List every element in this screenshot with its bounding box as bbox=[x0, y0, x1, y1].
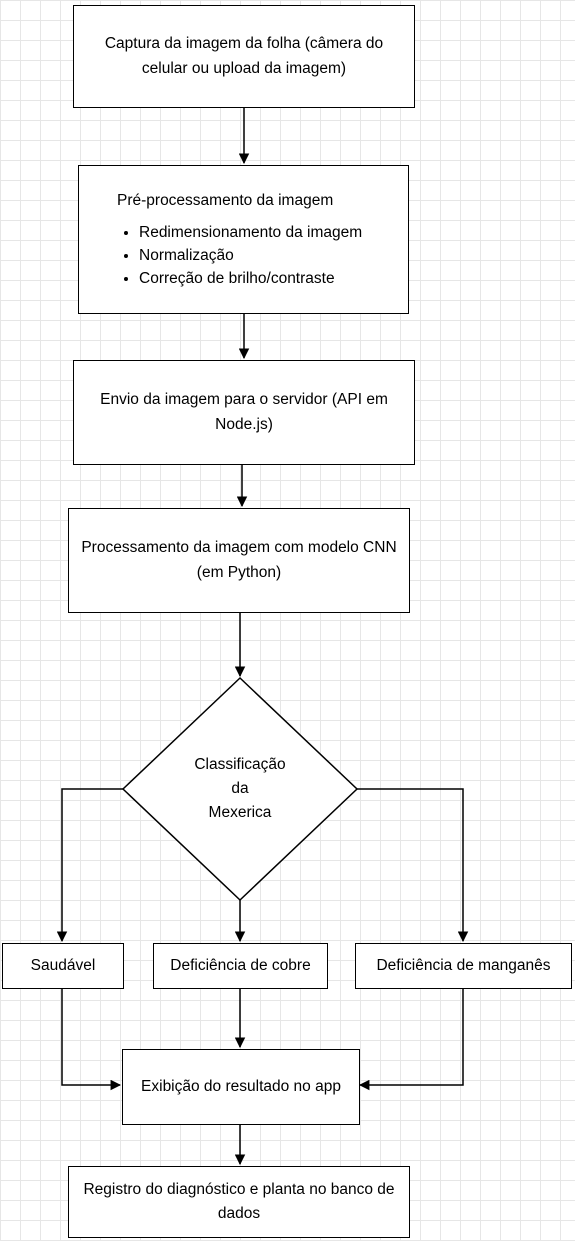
outcome-copper-box: Deficiência de cobre bbox=[153, 943, 328, 989]
preprocessing-step-normalize: Normalização bbox=[139, 244, 362, 267]
arrow-decision-to-manganese bbox=[357, 788, 469, 943]
send-to-server-text: Envio da imagem para o servidor (API em … bbox=[100, 391, 388, 433]
preprocessing-step-brightness: Correção de brilho/contraste bbox=[139, 267, 362, 290]
display-result-box: Exibição do resultado no app bbox=[122, 1049, 360, 1125]
decision-line-3: Mexerica bbox=[208, 804, 272, 821]
record-diagnosis-box: Registro do diagnóstico e planta no banc… bbox=[68, 1166, 410, 1238]
display-result-text: Exibição do resultado no app bbox=[141, 1077, 341, 1095]
preprocessing-box: Pré-processamento da imagem Redimensiona… bbox=[78, 165, 409, 314]
decision-label: Classificação da Mexerica bbox=[150, 748, 330, 830]
outcome-manganese-box: Deficiência de manganês bbox=[355, 943, 572, 989]
arrow-decision-to-healthy bbox=[56, 788, 123, 943]
cnn-processing-text: Processamento da imagem com modelo CNN (… bbox=[81, 539, 397, 581]
cnn-processing-box: Processamento da imagem com modelo CNN (… bbox=[68, 508, 410, 613]
preprocessing-heading: Pré-processamento da imagem bbox=[117, 191, 334, 209]
decision-line-1: Classificação bbox=[194, 755, 286, 773]
outcome-healthy-text: Saudável bbox=[30, 956, 96, 974]
send-to-server-box: Envio da imagem para o servidor (API em … bbox=[73, 360, 415, 465]
preprocessing-steps-list: Redimensionamento da imagem Normalização… bbox=[117, 221, 362, 291]
decision-line-2: da bbox=[231, 779, 249, 797]
arrow-healthy-to-display bbox=[61, 989, 122, 1091]
record-diagnosis-text: Registro do diagnóstico e planta no banc… bbox=[83, 1180, 395, 1222]
outcome-copper-text: Deficiência de cobre bbox=[170, 956, 311, 974]
arrow-manganese-to-display bbox=[358, 989, 464, 1091]
capture-image-text: Captura da imagem da folha (câmera do ce… bbox=[104, 35, 384, 77]
outcome-manganese-text: Deficiência de manganês bbox=[376, 956, 551, 974]
outcome-healthy-box: Saudável bbox=[2, 943, 124, 989]
capture-image-box: Captura da imagem da folha (câmera do ce… bbox=[73, 5, 415, 108]
preprocessing-step-resize: Redimensionamento da imagem bbox=[139, 221, 362, 244]
